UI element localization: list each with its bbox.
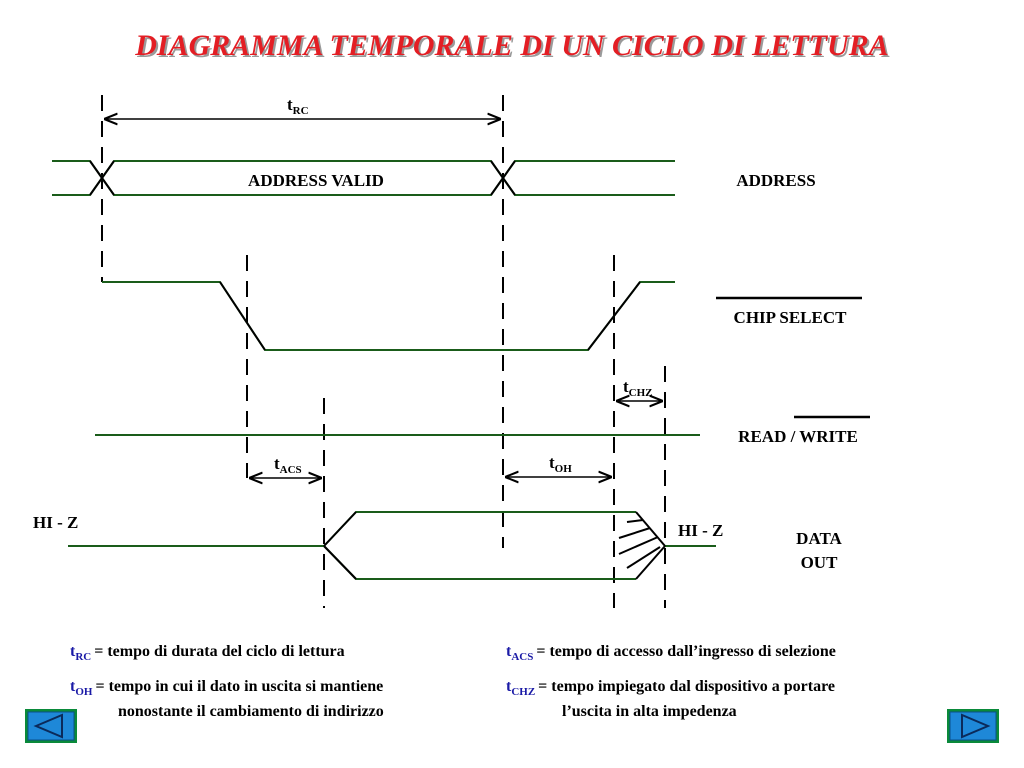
- legend-oh-cont: nonostante il cambiamento di indirizzo: [118, 703, 384, 720]
- legend-acs: tACS= tempo di accesso dall’ingresso di …: [506, 643, 836, 663]
- data-out-waveform: [68, 511, 716, 580]
- address-label: ADDRESS: [736, 171, 815, 190]
- legend-chz: tCHZ= tempo impiegato dal dispositivo a …: [506, 678, 835, 698]
- prev-slide-button[interactable]: [24, 708, 78, 744]
- data-out-label-line2: OUT: [801, 553, 839, 572]
- data-out-edges: [323, 511, 666, 580]
- read-write-label: READ / WRITE: [738, 427, 858, 446]
- address-valid-label: ADDRESS VALID: [248, 171, 384, 190]
- tchz-label: tCHZ: [623, 377, 653, 399]
- left-arrow-icon: [25, 709, 77, 743]
- legend-chz-cont: l’uscita in alta impedenza: [562, 703, 737, 720]
- hi-z-left-label: HI - Z: [33, 513, 78, 532]
- timing-markers: [101, 95, 666, 608]
- legend-rc: tRC= tempo di durata del ciclo di lettur…: [70, 643, 345, 663]
- legend: tRC= tempo di durata del ciclo di lettur…: [70, 643, 836, 720]
- address-crossings: [89, 160, 516, 196]
- trc-label: tRC: [287, 95, 309, 117]
- right-arrow-icon: [947, 709, 999, 743]
- data-out-label-line1: DATA: [796, 529, 842, 548]
- next-slide-button[interactable]: [946, 708, 1000, 744]
- chip-select-label: CHIP SELECT: [734, 308, 848, 327]
- data-out-hatch: [618, 519, 661, 569]
- legend-oh: tOH= tempo in cui il dato in uscita si m…: [70, 678, 383, 698]
- chip-select-waveform: [102, 281, 675, 351]
- hi-z-right-label: HI - Z: [678, 521, 723, 540]
- toh-label: tOH: [549, 453, 572, 475]
- page-title: DIAGRAMMA TEMPORALE DI UN CICLO DI LETTU…: [134, 29, 888, 62]
- tacs-label: tACS: [274, 454, 302, 476]
- page-title-shadow: DIAGRAMMA TEMPORALE DI UN CICLO DI LETTU…: [136, 31, 890, 64]
